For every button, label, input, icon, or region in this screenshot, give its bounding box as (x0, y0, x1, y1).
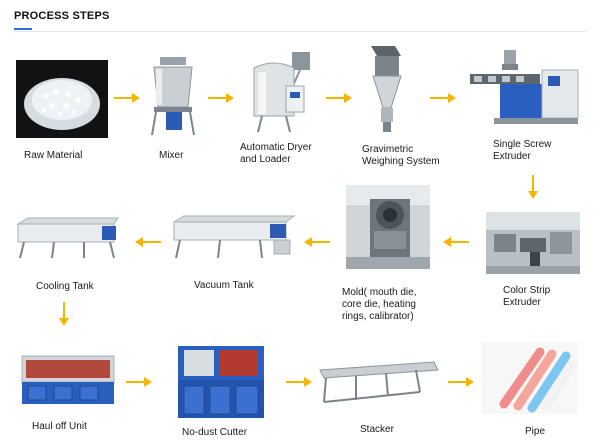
color-strip-extruder-image (486, 212, 580, 274)
arrow-right-icon (286, 377, 312, 387)
stacker-image (316, 360, 442, 408)
arrow-left-icon (135, 237, 161, 247)
no-dust-cutter-image (176, 344, 266, 420)
arrow-right-icon (208, 93, 234, 103)
single-screw-label-line1: Single Screw (493, 139, 552, 150)
arrow-down-icon (528, 175, 538, 199)
dryer-label-line2: and Loader (240, 154, 291, 165)
raw-material-label: Raw Material (24, 150, 83, 161)
weighing-system-image (367, 44, 407, 134)
header-divider (14, 31, 586, 32)
arrow-right-icon (126, 377, 152, 387)
color-strip-label-line2: Extruder (503, 297, 541, 308)
single-screw-extruder-image (464, 48, 580, 128)
arrow-down-icon (59, 302, 69, 326)
single-screw-label-line2: Extruder (493, 151, 531, 162)
dryer-label-line1: Automatic Dryer (240, 142, 312, 153)
arrow-right-icon (326, 93, 352, 103)
arrow-left-icon (304, 237, 330, 247)
mold-image (346, 185, 430, 269)
cutter-label: No-dust Cutter (182, 427, 248, 438)
mold-label-line1: Mold( mouth die, (342, 287, 417, 298)
raw-material-image (16, 60, 108, 138)
arrow-left-icon (443, 237, 469, 247)
arrow-right-icon (114, 93, 140, 103)
mixer-image (148, 55, 198, 137)
pipe-image (482, 342, 578, 414)
page-title: PROCESS STEPS (14, 10, 110, 22)
title-underline (14, 28, 32, 30)
vacuum-tank-image (170, 212, 298, 262)
haul-off-unit-image (18, 352, 118, 408)
vacuum-tank-label: Vacuum Tank (194, 280, 254, 291)
haul-off-label: Haul off Unit (32, 421, 87, 432)
mixer-label: Mixer (159, 150, 184, 161)
cooling-tank-image (14, 214, 122, 262)
color-strip-label-line1: Color Strip (503, 285, 551, 296)
mold-label-line3: rings, calibrator) (342, 311, 414, 322)
dryer-image (248, 52, 314, 134)
cooling-tank-label: Cooling Tank (36, 281, 94, 292)
pipe-label: Pipe (525, 426, 546, 437)
arrow-right-icon (430, 93, 456, 103)
arrow-right-icon (448, 377, 474, 387)
weighing-label-line2: Weighing System (362, 156, 440, 167)
mold-label-line2: core die, heating (342, 299, 416, 310)
weighing-label-line1: Gravimetric (362, 144, 414, 155)
stacker-label: Stacker (360, 424, 394, 435)
